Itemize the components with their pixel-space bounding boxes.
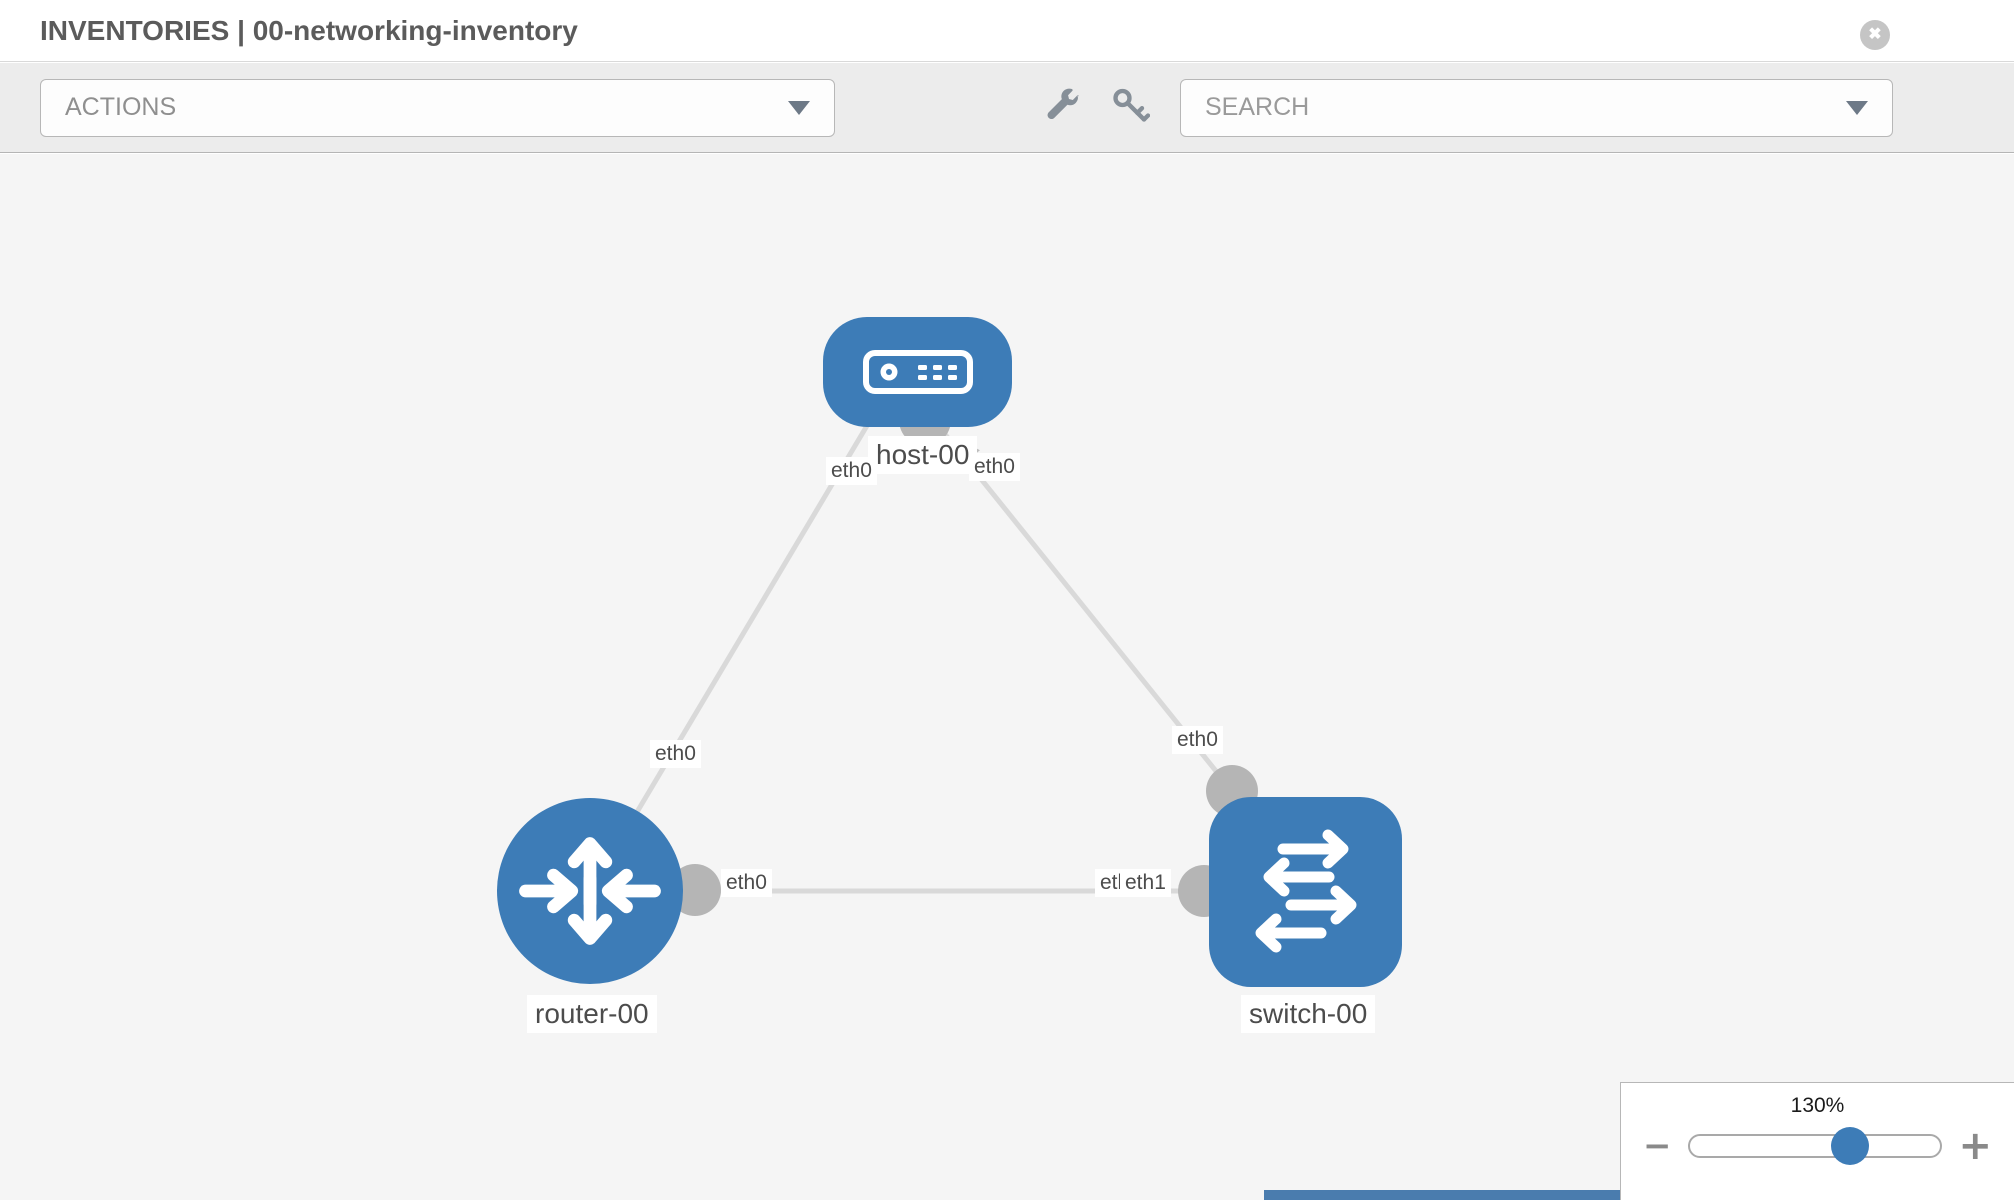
node-label-host-00: host-00	[868, 436, 978, 474]
iface-label-switch-front: eth1	[1120, 869, 1171, 897]
zoom-in-button[interactable]: +	[1958, 1123, 1992, 1169]
search-input[interactable]	[1205, 93, 1846, 122]
actions-dropdown-label: ACTIONS	[65, 93, 177, 121]
zoom-slider[interactable]	[1687, 1127, 1943, 1165]
chevron-down-icon	[1846, 100, 1868, 115]
iface-label-host-switch-mid: eth0	[1172, 726, 1223, 754]
topology-canvas[interactable]	[0, 154, 2014, 1200]
actions-dropdown[interactable]: ACTIONS	[40, 78, 835, 137]
page-title: INVENTORIES | 00-networking-inventory	[40, 15, 578, 46]
search-box[interactable]	[1180, 78, 1893, 137]
titlebar: INVENTORIES | 00-networking-inventory ✖	[0, 0, 2014, 62]
key-icon-svg	[1113, 88, 1151, 122]
node-router-00[interactable]	[497, 798, 683, 984]
zoom-panel: 130% − +	[1620, 1082, 2014, 1200]
zoom-level-value: 130%	[1790, 1094, 1845, 1117]
iface-label-router-host-mid: eth0	[650, 740, 701, 768]
chevron-down-icon	[788, 100, 810, 115]
node-label-router-00: router-00	[527, 995, 657, 1033]
zoom-slider-thumb[interactable]	[1831, 1127, 1870, 1165]
close-icon: ✖	[1868, 26, 1882, 43]
router-icon	[519, 837, 661, 945]
node-host-00[interactable]	[823, 317, 1012, 427]
iface-label-host-right: eth0	[969, 453, 1020, 481]
switch-icon	[1255, 829, 1356, 953]
toolbar: ACTIONS	[0, 63, 2014, 153]
wrench-icon-svg	[1047, 88, 1079, 119]
close-button[interactable]: ✖	[1860, 20, 1890, 50]
zoom-slider-row: − +	[1621, 1126, 2014, 1166]
host-icon	[862, 350, 973, 394]
iface-label-host-left: eth0	[826, 457, 877, 485]
wrench-icon[interactable]	[1044, 86, 1082, 129]
node-label-switch-00: switch-00	[1241, 995, 1376, 1033]
bottom-blue-strip	[1264, 1190, 1620, 1200]
key-icon[interactable]	[1110, 85, 1151, 130]
node-switch-00[interactable]	[1209, 797, 1402, 987]
iface-label-router-right: eth0	[721, 869, 772, 897]
zoom-out-button[interactable]: −	[1643, 1126, 1672, 1166]
